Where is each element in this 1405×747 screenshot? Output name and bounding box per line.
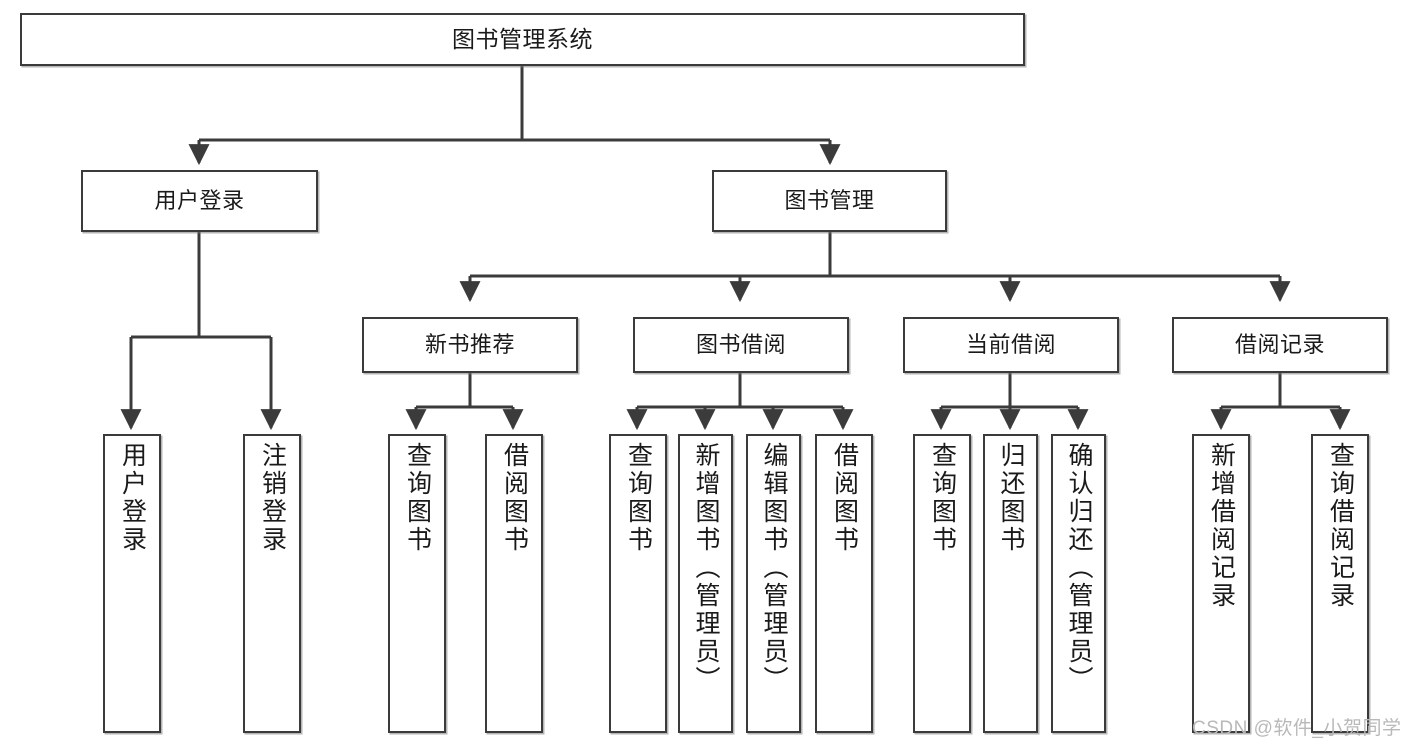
node-leaf-logout-login[interactable]: 注销登录 bbox=[243, 434, 301, 733]
node-leaf-query-book-2[interactable]: 查询图书 bbox=[609, 434, 667, 733]
node-leaf-add-record-label: 新增借阅记录 bbox=[1207, 442, 1236, 610]
csdn-watermark: CSDN @软件_小贺同学 bbox=[1192, 718, 1402, 739]
node-leaf-confirm-return[interactable]: 确认归还（管理员） bbox=[1051, 434, 1106, 733]
node-leaf-confirm-return-label: 确认归还（管理员） bbox=[1065, 442, 1093, 694]
node-leaf-add-record[interactable]: 新增借阅记录 bbox=[1192, 434, 1250, 733]
node-leaf-query-book-2-label: 查询图书 bbox=[624, 442, 653, 554]
node-user-login[interactable]: 用户登录 bbox=[81, 170, 318, 232]
node-current-borrow-label: 当前借阅 bbox=[965, 331, 1056, 357]
node-leaf-borrow-book-1[interactable]: 借阅图书 bbox=[485, 434, 543, 733]
node-leaf-borrow-book-1-label: 借阅图书 bbox=[500, 442, 529, 554]
node-leaf-edit-book[interactable]: 编辑图书（管理员） bbox=[746, 434, 801, 733]
node-leaf-return-book[interactable]: 归还图书 bbox=[983, 434, 1038, 733]
node-book-borrow-label: 图书借阅 bbox=[695, 331, 786, 357]
node-leaf-query-book-1[interactable]: 查询图书 bbox=[388, 434, 446, 733]
node-book-borrow[interactable]: 图书借阅 bbox=[633, 317, 849, 373]
node-leaf-add-book[interactable]: 新增图书（管理员） bbox=[678, 434, 733, 733]
node-borrow-record-label: 借阅记录 bbox=[1234, 331, 1325, 357]
node-leaf-edit-book-label: 编辑图书（管理员） bbox=[760, 442, 788, 694]
node-user-login-label: 用户登录 bbox=[154, 187, 245, 213]
node-leaf-return-book-label: 归还图书 bbox=[997, 442, 1025, 554]
node-root-label: 图书管理系统 bbox=[452, 26, 593, 53]
node-leaf-add-book-label: 新增图书（管理员） bbox=[692, 442, 720, 694]
node-leaf-query-record-label: 查询借阅记录 bbox=[1326, 442, 1355, 610]
node-book-manage-label: 图书管理 bbox=[784, 187, 875, 213]
node-book-manage[interactable]: 图书管理 bbox=[712, 170, 947, 232]
node-leaf-logout-login-label: 注销登录 bbox=[258, 442, 287, 554]
node-current-borrow[interactable]: 当前借阅 bbox=[903, 317, 1119, 373]
node-leaf-borrow-book-2[interactable]: 借阅图书 bbox=[815, 434, 873, 733]
node-borrow-record[interactable]: 借阅记录 bbox=[1172, 317, 1388, 373]
node-leaf-query-book-1-label: 查询图书 bbox=[403, 442, 432, 554]
node-leaf-user-login-label: 用户登录 bbox=[118, 442, 147, 554]
node-root[interactable]: 图书管理系统 bbox=[20, 13, 1025, 66]
node-new-book-rec[interactable]: 新书推荐 bbox=[362, 317, 578, 373]
node-leaf-query-book-3[interactable]: 查询图书 bbox=[913, 434, 971, 733]
node-leaf-borrow-book-2-label: 借阅图书 bbox=[830, 442, 859, 554]
node-leaf-user-login[interactable]: 用户登录 bbox=[103, 434, 161, 733]
node-leaf-query-book-3-label: 查询图书 bbox=[928, 442, 957, 554]
node-leaf-query-record[interactable]: 查询借阅记录 bbox=[1311, 434, 1369, 733]
node-new-book-rec-label: 新书推荐 bbox=[424, 331, 515, 357]
